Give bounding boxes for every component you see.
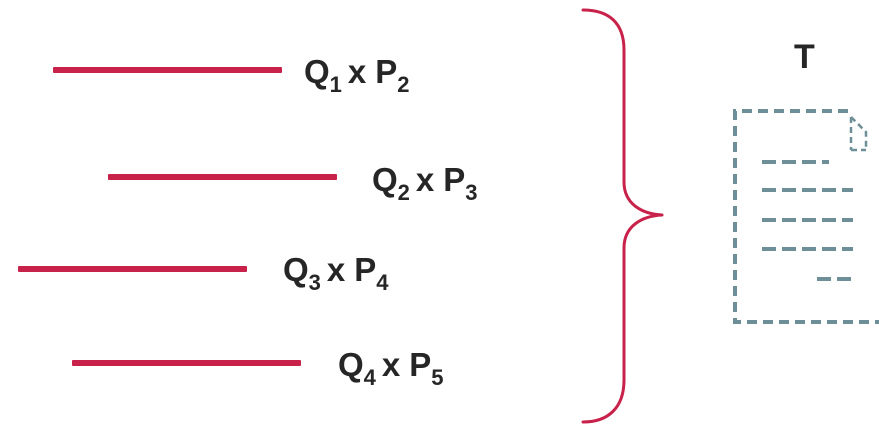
bar-row-4	[72, 360, 301, 366]
bar-row-1	[53, 67, 282, 73]
target-label: T	[794, 38, 815, 76]
bar-row-3	[18, 266, 247, 272]
bar-row-2	[108, 174, 337, 180]
